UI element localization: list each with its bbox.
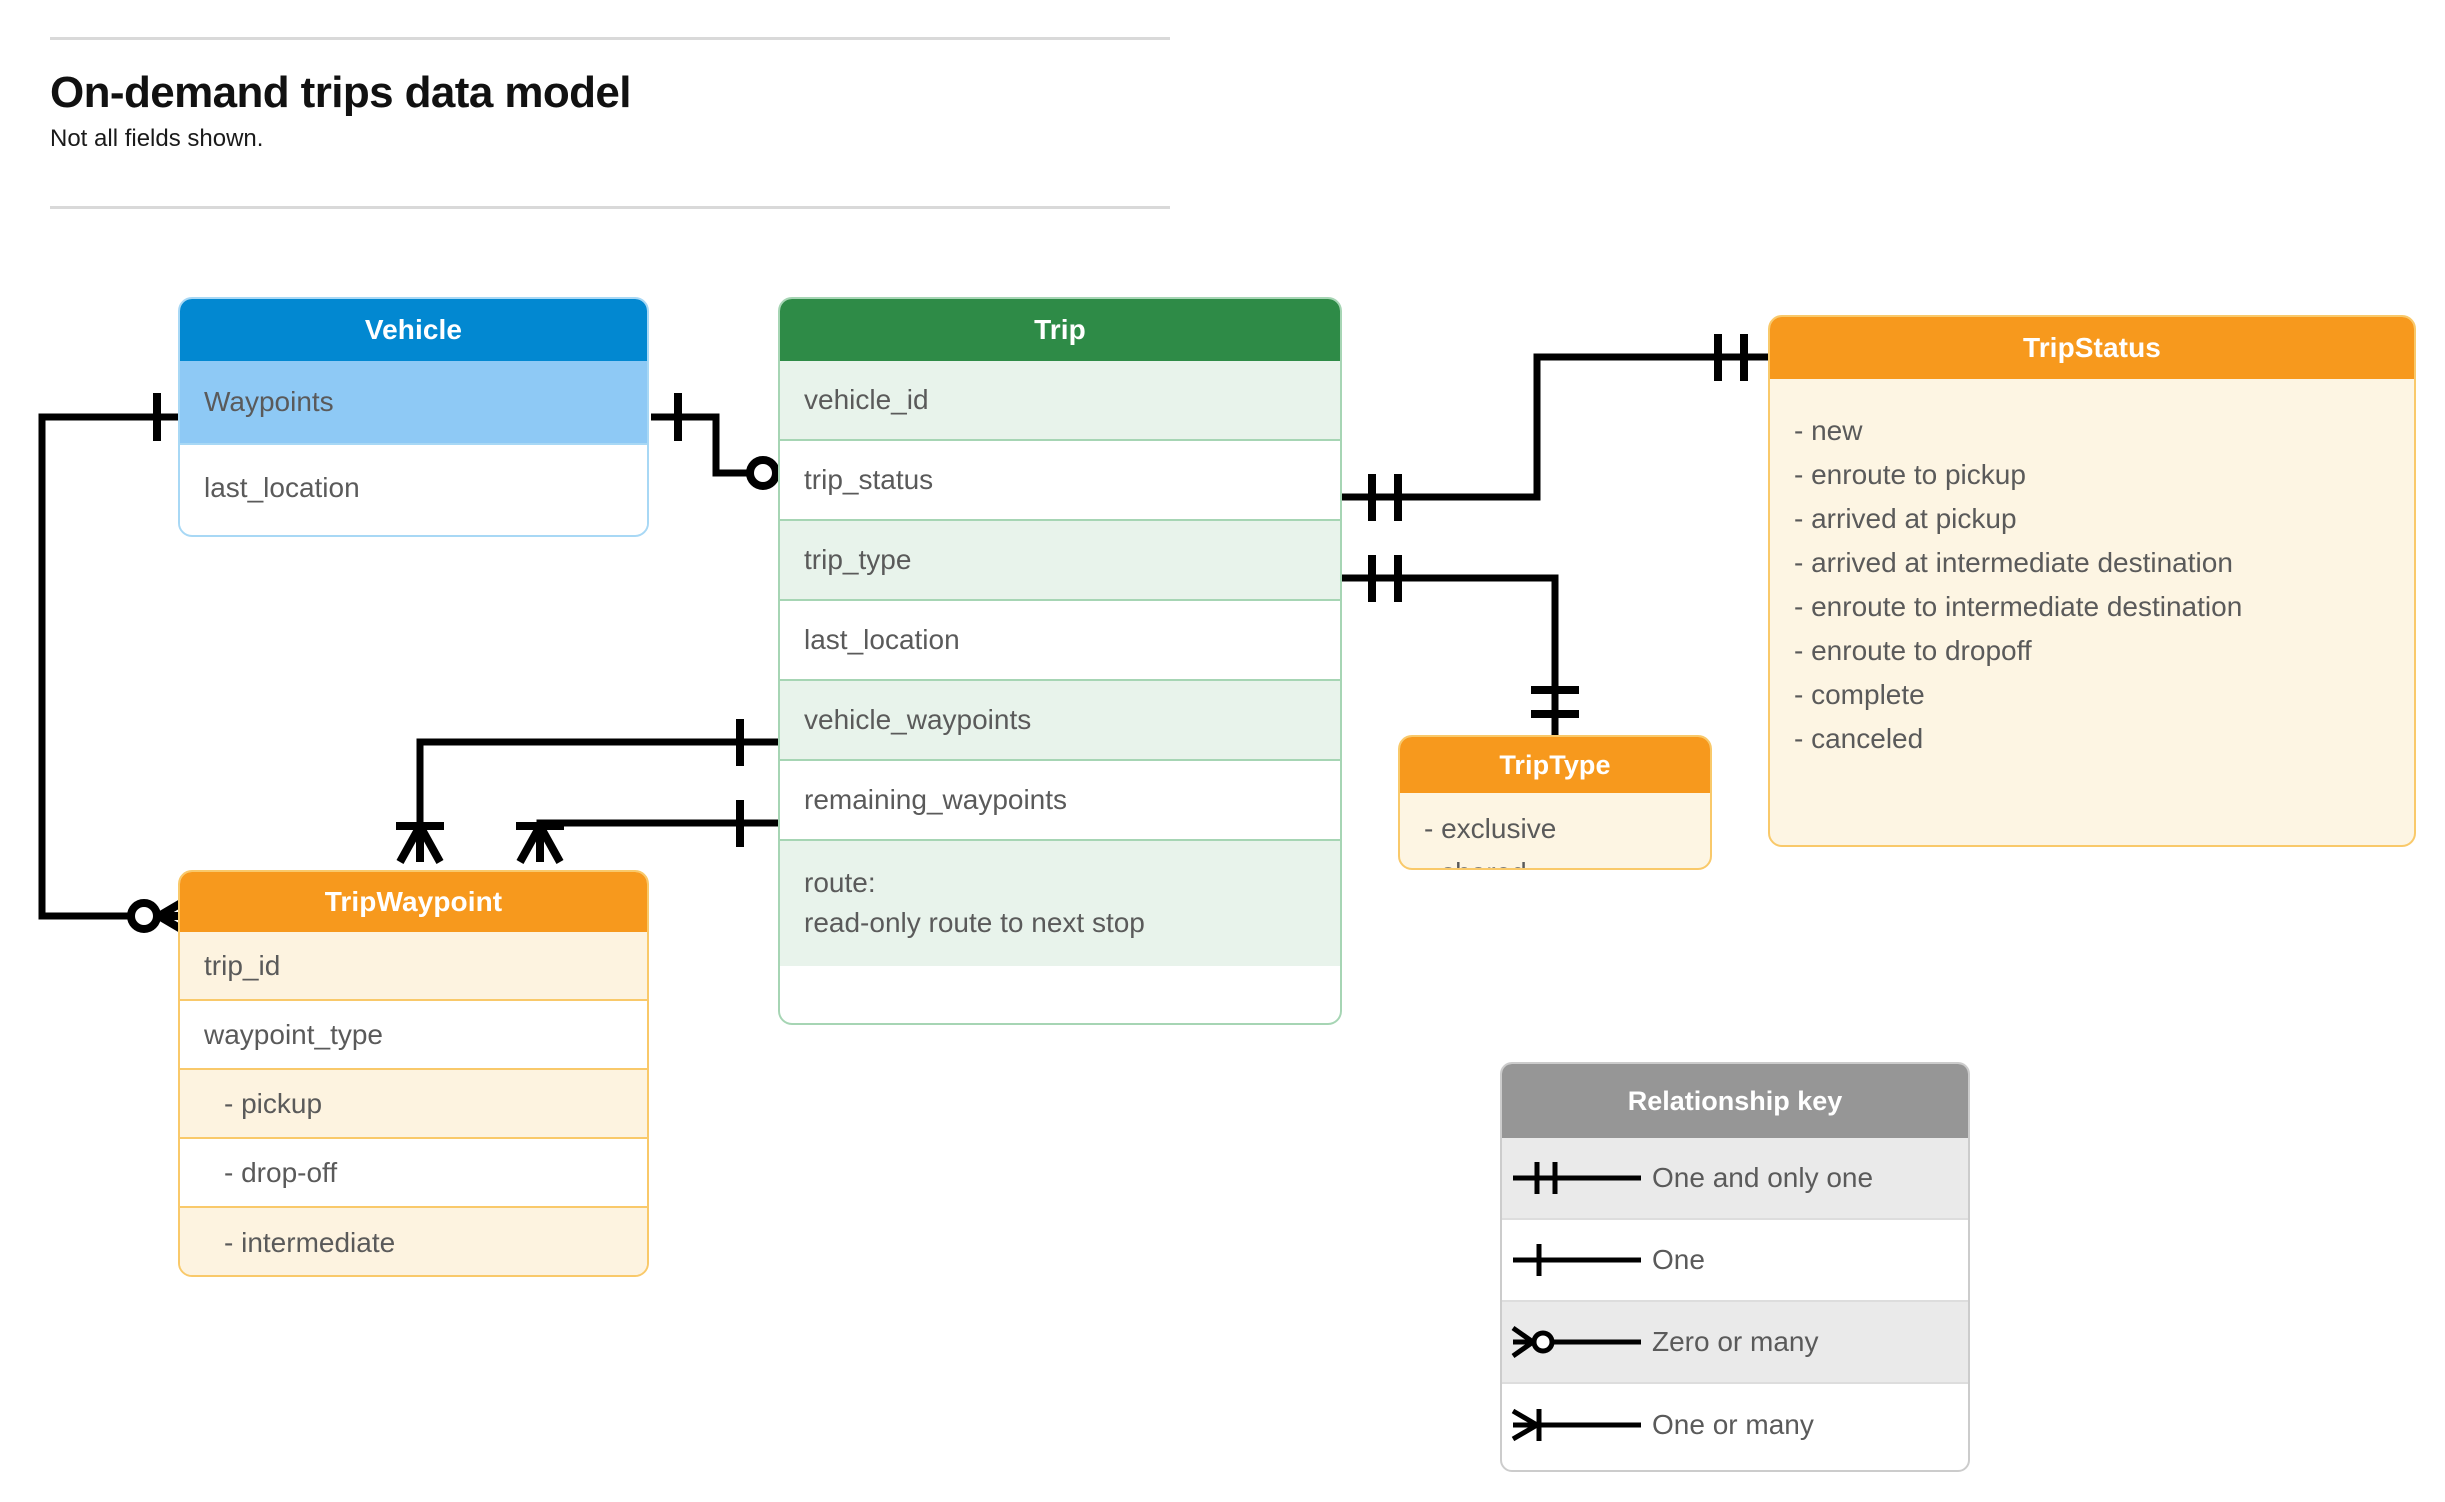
field-tripwaypoint-waypoint-type[interactable]: waypoint_type — [180, 1001, 647, 1070]
field-trip-last-location[interactable]: last_location — [780, 601, 1340, 681]
field-trip-remaining-waypoints[interactable]: remaining_waypoints — [780, 761, 1340, 841]
trip-status-value: - enroute to intermediate destination — [1794, 590, 2243, 622]
entity-trip-type-title: TripType — [1400, 737, 1710, 793]
trip-status-value: - new — [1794, 415, 1863, 446]
field-trip-route-description: read-only route to next stop — [804, 906, 1145, 938]
legend-item-label: Zero or many — [1652, 1326, 1819, 1357]
trip-status-value: - arrived at intermediate destination — [1794, 546, 2233, 578]
field-trip-vehicle-waypoints[interactable]: vehicle_waypoints — [780, 681, 1340, 761]
entity-trip-status[interactable]: TripStatus - new - enroute to pickup - a… — [1768, 315, 2416, 847]
one-and-only-one-icon — [1502, 1156, 1652, 1200]
rule-bottom — [50, 206, 1170, 209]
title-block: On-demand trips data model Not all field… — [50, 37, 1170, 154]
trip-status-value: - complete — [1794, 678, 1925, 710]
field-tripwaypoint-value-intermediate[interactable]: - intermediate — [180, 1208, 647, 1275]
field-vehicle-waypoints[interactable]: Waypoints — [180, 361, 647, 445]
page-subtitle: Not all fields shown. — [50, 125, 264, 153]
field-trip-trip-type[interactable]: trip_type — [780, 521, 1340, 601]
page-title: On-demand trips data model — [50, 68, 632, 117]
entity-trip-status-title: TripStatus — [1770, 317, 2414, 379]
relationship-key-legend[interactable]: Relationship key One and only one — [1500, 1062, 1970, 1472]
field-tripwaypoint-value-pickup[interactable]: - pickup — [180, 1070, 647, 1139]
field-trip-route-label: route: — [804, 867, 876, 898]
legend-item-zero-or-many: Zero or many — [1502, 1302, 1968, 1384]
entity-vehicle[interactable]: Vehicle Waypoints last_location — [178, 297, 649, 537]
entity-trip-waypoint[interactable]: TripWaypoint trip_id waypoint_type - pic… — [178, 870, 649, 1277]
one-or-many-icon — [1502, 1403, 1652, 1447]
trip-status-value: - arrived at pickup — [1794, 502, 2017, 534]
trip-status-value: - enroute to dropoff — [1794, 634, 2032, 666]
legend-item-one-and-only-one: One and only one — [1502, 1138, 1968, 1220]
field-tripwaypoint-value-dropoff[interactable]: - drop-off — [180, 1139, 647, 1208]
entity-trip-waypoint-title: TripWaypoint — [180, 872, 647, 932]
trip-status-value: - canceled — [1794, 722, 1924, 754]
trip-status-value: - enroute to pickup — [1794, 458, 2026, 490]
field-vehicle-last-location[interactable]: last_location — [180, 445, 647, 531]
legend-item-one: One — [1502, 1220, 1968, 1302]
legend-item-one-or-many: One or many — [1502, 1384, 1968, 1466]
legend-item-label: One or many — [1652, 1409, 1814, 1440]
entity-trip[interactable]: Trip vehicle_id trip_status trip_type la… — [778, 297, 1342, 1025]
zero-or-many-icon — [1502, 1320, 1652, 1364]
field-trip-vehicle-id[interactable]: vehicle_id — [780, 361, 1340, 441]
legend-item-label: One and only one — [1652, 1162, 1874, 1193]
legend-item-label: One — [1652, 1244, 1705, 1275]
field-tripwaypoint-trip-id[interactable]: trip_id — [180, 932, 647, 1001]
trip-type-value-list: - exclusive - shared — [1400, 793, 1710, 868]
field-trip-route[interactable]: route: read-only route to next stop — [780, 841, 1340, 966]
entity-vehicle-title: Vehicle — [180, 299, 647, 361]
trip-type-value: - exclusive — [1424, 813, 1557, 844]
trip-type-value: - shared — [1424, 851, 1686, 868]
one-icon — [1502, 1238, 1652, 1282]
rule-top — [50, 37, 1170, 40]
relationship-key-title: Relationship key — [1502, 1064, 1968, 1138]
entity-trip-type[interactable]: TripType - exclusive - shared — [1398, 735, 1712, 870]
entity-trip-title: Trip — [780, 299, 1340, 361]
trip-status-value-list: - new - enroute to pickup - arrived at p… — [1770, 379, 2414, 845]
field-trip-trip-status[interactable]: trip_status — [780, 441, 1340, 521]
